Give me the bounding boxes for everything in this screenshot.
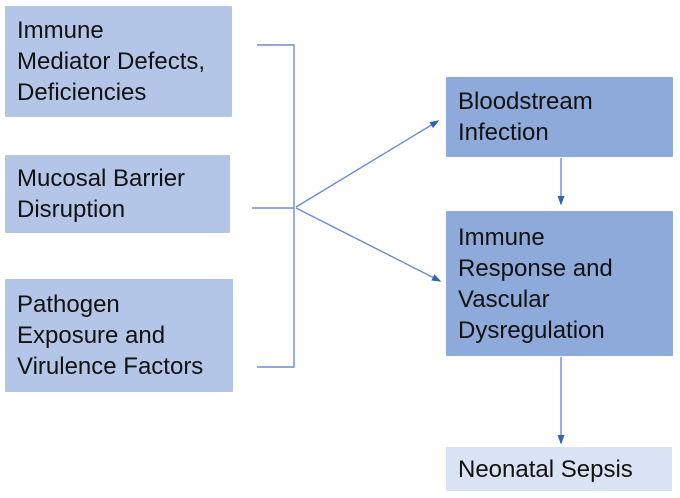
node-bloodstream-infection: Bloodstream Infection <box>446 77 673 157</box>
node-mucosal-barrier-disruption: Mucosal Barrier Disruption <box>5 155 230 233</box>
node-bloodstream-infection-label: Bloodstream Infection <box>458 88 593 146</box>
node-immune-mediator-defects-label: Immune Mediator Defects, Deficiencies <box>17 17 206 106</box>
node-neonatal-sepsis-label: Neonatal Sepsis <box>458 455 633 483</box>
node-immune-response-vascular-dysregulation-label: Immune Response and Vascular Dysregulati… <box>458 223 613 344</box>
node-pathogen-exposure-virulence: Pathogen Exposure and Virulence Factors <box>5 279 233 392</box>
node-mucosal-barrier-disruption-label: Mucosal Barrier Disruption <box>17 165 186 223</box>
grouping-bracket <box>257 44 295 368</box>
arrow-causes-to-bloodstream-infection <box>295 120 440 208</box>
node-pathogen-exposure-virulence-label: Pathogen Exposure and Virulence Factors <box>17 291 204 380</box>
node-neonatal-sepsis: Neonatal Sepsis <box>446 447 672 491</box>
arrow-causes-to-immune-response <box>295 207 442 282</box>
node-immune-response-vascular-dysregulation: Immune Response and Vascular Dysregulati… <box>446 211 673 356</box>
node-immune-mediator-defects: Immune Mediator Defects, Deficiencies <box>5 6 232 117</box>
